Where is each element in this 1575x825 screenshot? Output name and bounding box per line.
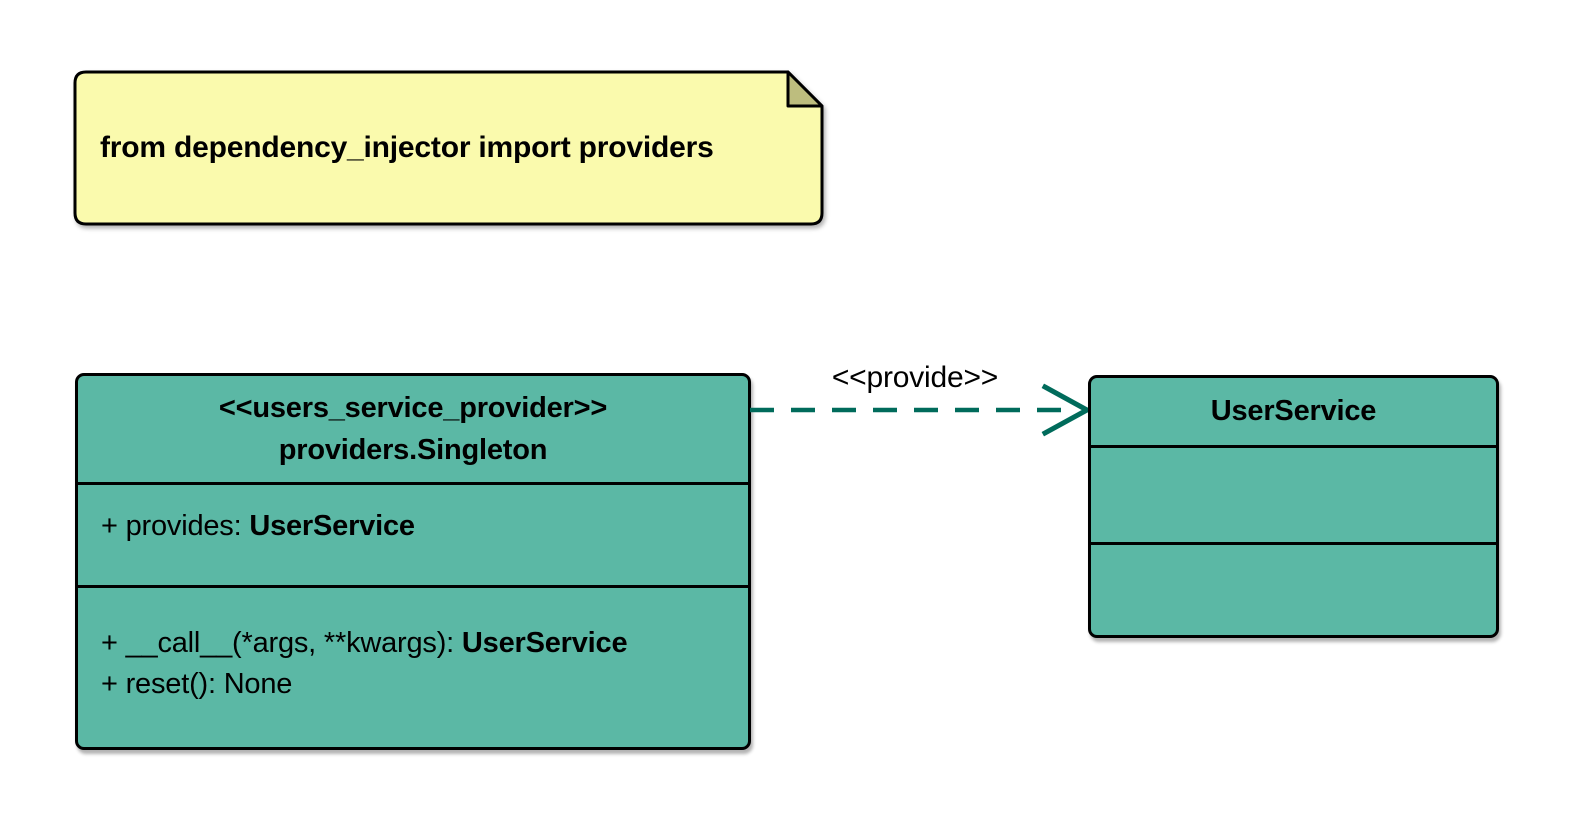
class-stereotype: <<users_service_provider>> <box>218 392 608 424</box>
method-reset: + reset(): None <box>101 664 738 705</box>
class-methods-section: + __call__(*args, **kwargs): UserService… <box>78 588 748 747</box>
method-reset-text: + reset(): None <box>101 668 293 700</box>
class-attributes-section-empty <box>1091 448 1496 545</box>
method-call-type: UserService <box>461 627 628 659</box>
note-fold-icon <box>786 70 824 108</box>
import-note: from dependency_injector import provider… <box>72 69 828 231</box>
class-methods-section-empty <box>1091 545 1496 635</box>
method-call: + __call__(*args, **kwargs): UserService <box>101 623 738 664</box>
class-attributes-section: + provides: UserService <box>78 485 748 588</box>
attribute-provides-text: + provides: <box>101 510 250 542</box>
provide-dependency-arrow <box>750 383 1093 437</box>
class-name: UserService <box>1210 395 1377 427</box>
class-user-service: UserService <box>1088 375 1499 638</box>
arrow-label: <<provide>> <box>831 361 999 394</box>
attribute-provides-type: UserService <box>249 510 415 542</box>
note-body <box>73 70 824 226</box>
attribute-provides: + provides: UserService <box>101 506 738 547</box>
arrow-head-icon <box>1041 383 1093 437</box>
note-text: from dependency_injector import provider… <box>100 131 714 164</box>
class-name: providers.Singleton <box>278 434 548 466</box>
method-call-text: + __call__(*args, **kwargs): <box>101 627 462 659</box>
class-header: <<users_service_provider>> providers.Sin… <box>78 376 748 485</box>
class-providers-singleton: <<users_service_provider>> providers.Sin… <box>75 373 751 750</box>
class-header: UserService <box>1091 378 1496 448</box>
note-shape <box>73 70 824 226</box>
